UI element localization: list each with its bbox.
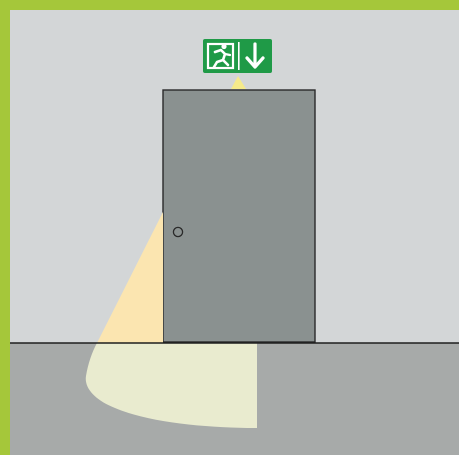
running-man-arm <box>223 52 232 57</box>
arrow-head <box>245 56 265 69</box>
light-pool-on-floor <box>85 343 257 428</box>
exit-sign <box>203 39 272 73</box>
running-man-leg <box>212 58 225 69</box>
running-man-head <box>221 43 227 50</box>
arrow-down-icon <box>245 42 265 69</box>
exit-sign-divider <box>238 42 240 70</box>
emergency-exit-running-man-icon <box>206 42 235 70</box>
door-knob-icon <box>172 226 184 238</box>
door <box>162 89 316 343</box>
exit-sign-light-glow <box>231 76 246 89</box>
exit-door-outline <box>206 42 235 70</box>
light-beam-on-door <box>97 212 163 343</box>
